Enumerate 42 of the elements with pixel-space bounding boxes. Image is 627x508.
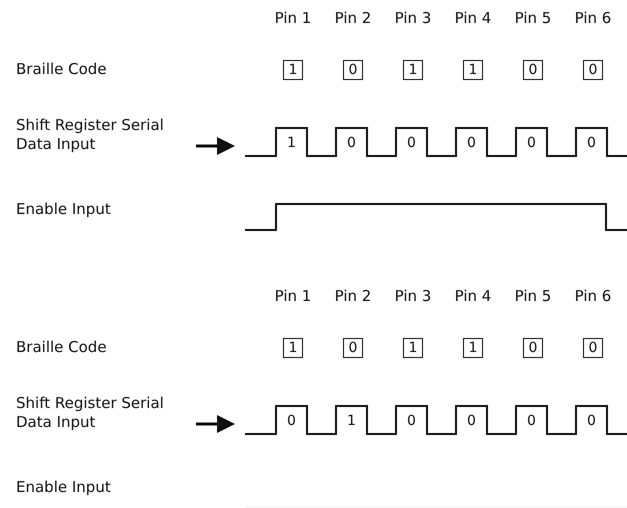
bit-value: 0 (586, 412, 597, 431)
bit-box: 0 (343, 338, 363, 358)
pin-label: Pin 2 (334, 9, 372, 28)
pin-label: Pin 4 (454, 9, 492, 28)
row-label: Braille Code (16, 60, 107, 79)
pin-label: Pin 3 (394, 9, 432, 28)
bit-box: 1 (283, 338, 303, 358)
bit-value: 0 (406, 134, 417, 153)
bit-value: 0 (526, 134, 537, 153)
pin-label: Pin 1 (274, 9, 312, 28)
bit-value: 0 (466, 412, 477, 431)
row-label: Shift Register Serial Data Input (16, 394, 165, 432)
row-label: Enable Input (16, 478, 111, 497)
row-label: Enable Input (16, 200, 111, 219)
bit-box: 1 (403, 60, 423, 80)
row-label: Shift Register Serial Data Input (16, 116, 165, 154)
bit-value: 0 (586, 134, 597, 153)
bit-value: 0 (406, 412, 417, 431)
pin-label: Pin 4 (454, 287, 492, 306)
bit-value: 0 (286, 412, 297, 431)
bit-value: 0 (526, 412, 537, 431)
pin-label: Pin 5 (514, 9, 552, 28)
bit-value: 0 (346, 134, 357, 153)
bit-box: 0 (343, 60, 363, 80)
row-label: Braille Code (16, 338, 107, 357)
bit-value: 1 (346, 412, 357, 431)
pin-label: Pin 6 (574, 9, 612, 28)
bit-value: 1 (286, 134, 297, 153)
pin-label: Pin 6 (574, 287, 612, 306)
bit-box: 1 (463, 60, 483, 80)
bit-box: 1 (283, 60, 303, 80)
bit-box: 1 (463, 338, 483, 358)
pin-label: Pin 3 (394, 287, 432, 306)
pin-label: Pin 5 (514, 287, 552, 306)
bit-value: 0 (466, 134, 477, 153)
bit-box: 0 (583, 60, 603, 80)
bit-box: 0 (523, 338, 543, 358)
pin-label: Pin 1 (274, 287, 312, 306)
pin-label: Pin 2 (334, 287, 372, 306)
bit-box: 0 (523, 60, 543, 80)
bit-box: 0 (583, 338, 603, 358)
bit-box: 1 (403, 338, 423, 358)
